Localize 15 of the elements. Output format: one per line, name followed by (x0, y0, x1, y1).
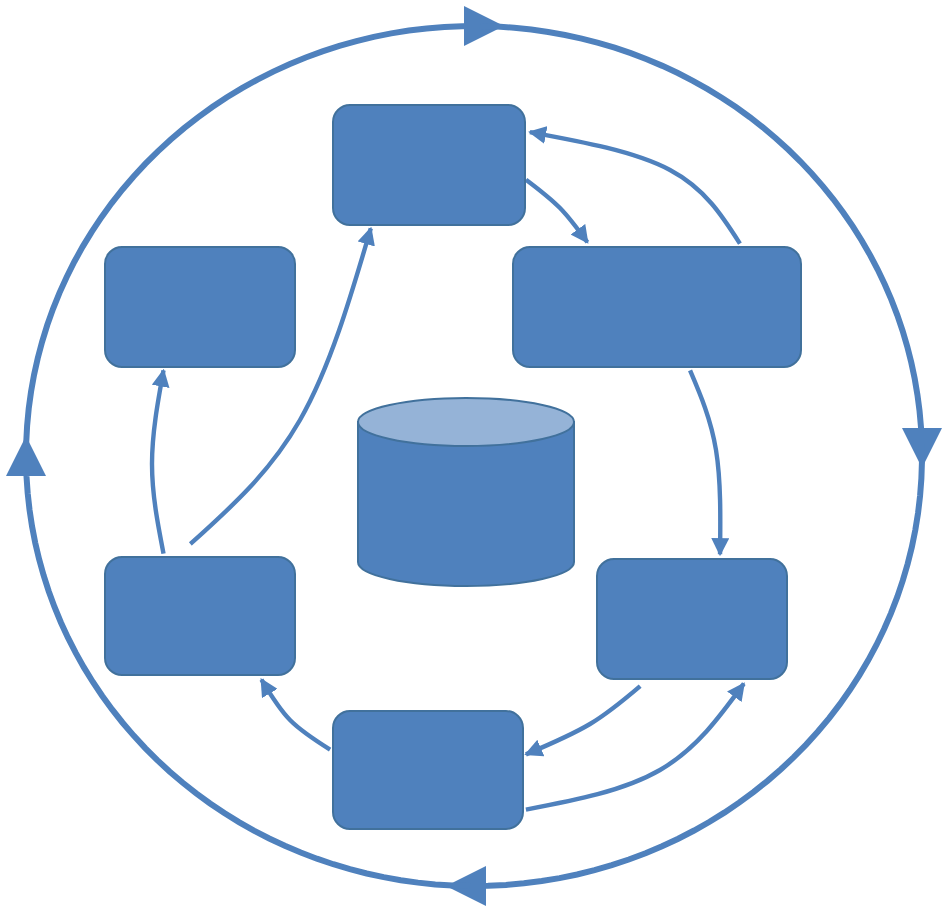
curved-arrow (528, 126, 742, 245)
curved-arrow (259, 678, 332, 752)
database-cylinder (356, 396, 576, 588)
process-box (104, 246, 296, 368)
process-box (596, 558, 788, 680)
curved-arrow (524, 684, 642, 757)
process-box (512, 246, 802, 368)
curved-arrow (688, 369, 730, 557)
curved-arrow (524, 177, 590, 244)
process-box (332, 104, 526, 226)
process-box (104, 556, 296, 676)
curved-arrow (188, 226, 375, 546)
curved-arrow (149, 368, 170, 555)
process-box (332, 710, 524, 830)
curved-arrow (525, 682, 746, 812)
